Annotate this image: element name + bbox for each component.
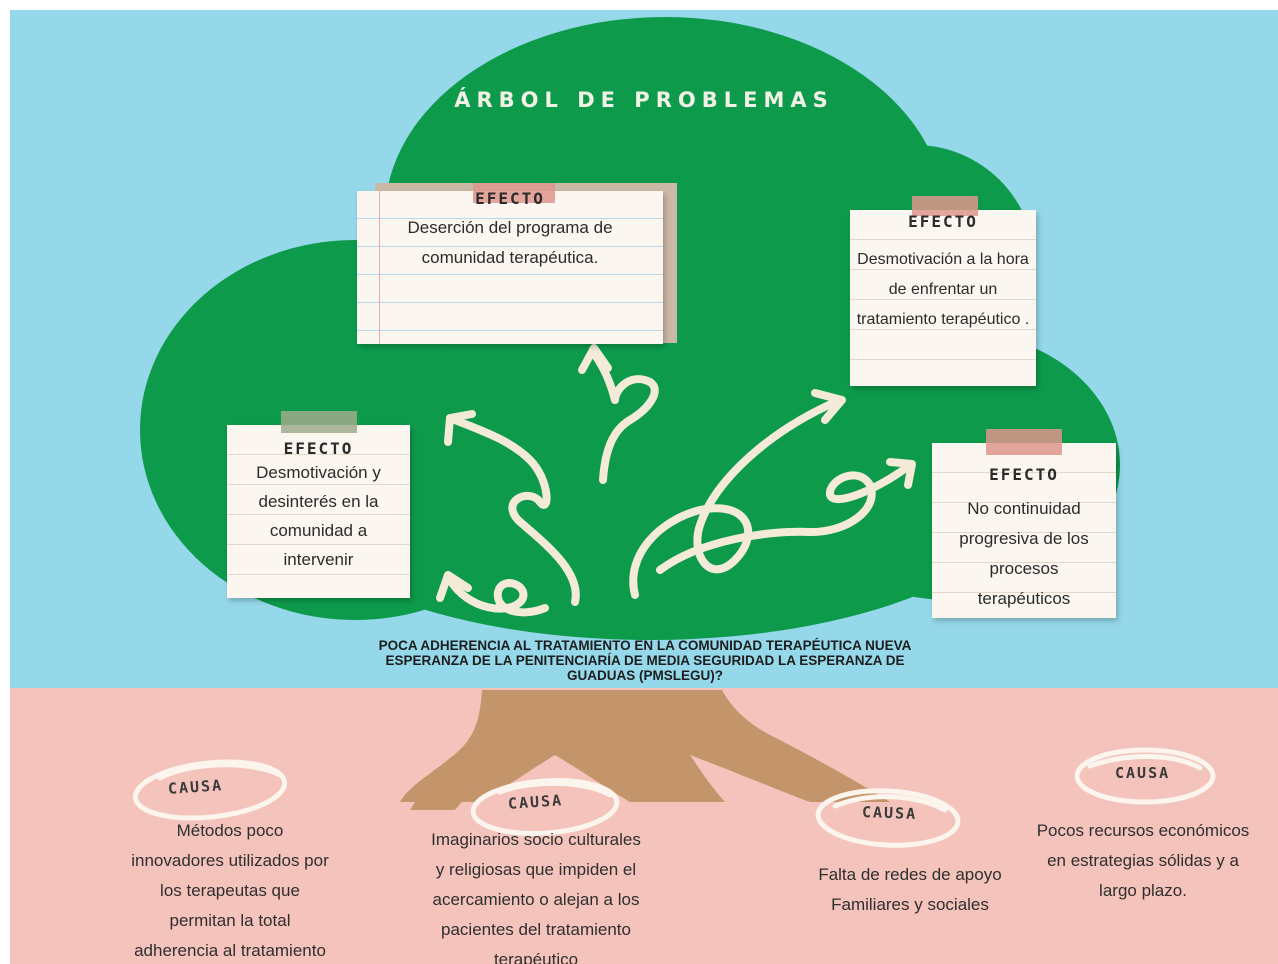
- tape-strip: [281, 411, 357, 433]
- tree-trunk: [400, 690, 890, 810]
- cause-label: CAUSA: [507, 791, 564, 813]
- effect-label: EFECTO: [989, 465, 1059, 484]
- tape-strip: [473, 183, 555, 203]
- tape-strip: [986, 429, 1062, 455]
- effect-note-2: EFECTO Desmotivación a la hora de enfren…: [850, 196, 1036, 386]
- effect-text: Desmotivación a la hora de enfrentar un …: [856, 251, 1030, 328]
- diagram-title: ÁRBOL DE PROBLEMAS: [454, 88, 834, 112]
- effect-arrows: [436, 344, 916, 617]
- tape-strip: [912, 196, 978, 216]
- effect-text: Deserción del programa de comunidad tera…: [407, 218, 613, 267]
- cause-text: Métodos poco innovadores utilizados por …: [131, 821, 329, 960]
- effect-note-3: EFECTO Desmotivación y desinterés en la …: [227, 411, 410, 598]
- cause-text: Pocos recursos económicos en estrategias…: [1036, 821, 1250, 900]
- cause-label: CAUSA: [1115, 764, 1171, 782]
- effect-label: EFECTO: [283, 439, 354, 458]
- effect-note-1: EFECTO Deserción del programa de comunid…: [357, 183, 663, 344]
- central-problem: POCA ADHERENCIA AL TRATAMIENTO EN LA COM…: [378, 638, 912, 683]
- cause-text: Imaginarios socio culturales y religiosa…: [431, 830, 641, 964]
- effect-text: No continuidad progresiva de los proceso…: [959, 499, 1089, 608]
- effect-label: EFECTO: [908, 212, 978, 231]
- cause-label: CAUSA: [167, 776, 224, 798]
- effect-text: Desmotivación y desinterés en la comunid…: [256, 463, 381, 569]
- infographic-canvas: ÁRBOL DE PROBLEMAS EFECTO Deserción del …: [10, 10, 1278, 964]
- cause-label: CAUSA: [861, 803, 918, 823]
- causa-scribbles: [132, 747, 1216, 848]
- effect-label: EFECTO: [475, 189, 545, 208]
- cause-text: Falta de redes de apoyo Familiares y soc…: [818, 865, 1002, 914]
- effect-note-4: EFECTO No continuidad progresiva de los …: [932, 429, 1116, 618]
